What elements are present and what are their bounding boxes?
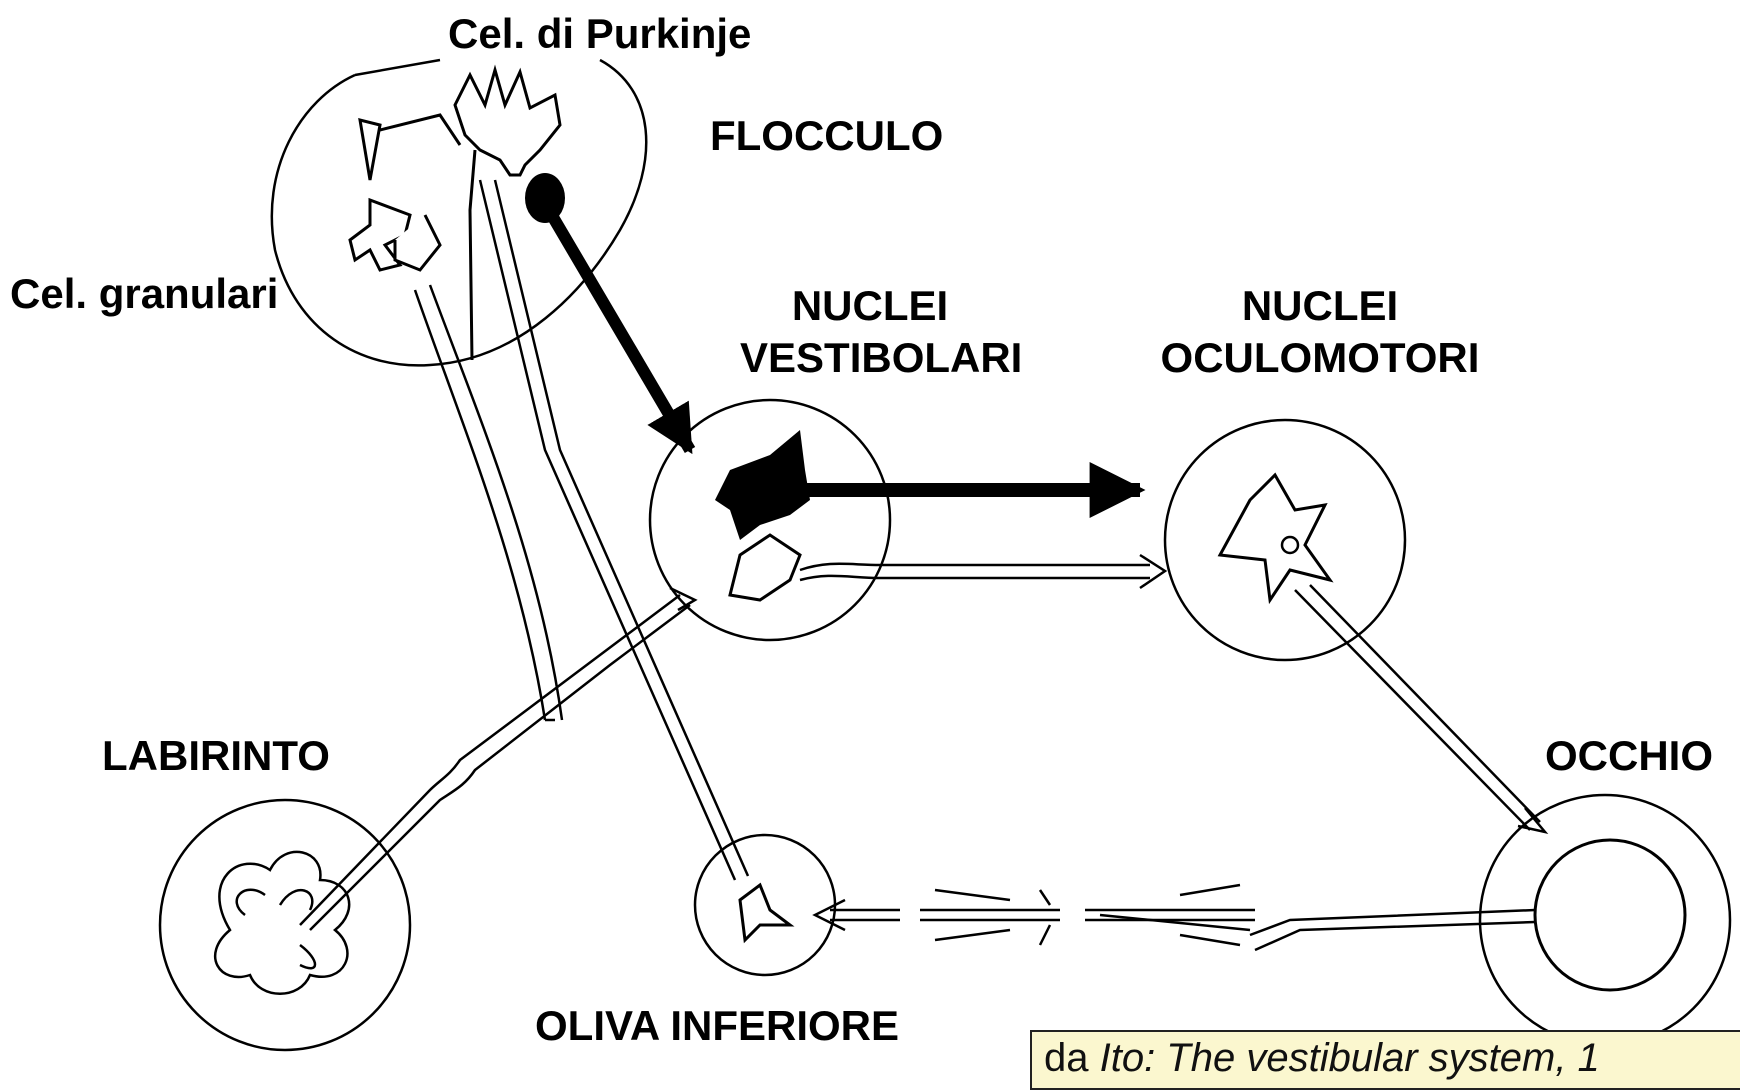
mossy-fiber (415, 285, 562, 720)
label-granule-cells: Cel. granulari (10, 268, 278, 320)
label-nuclei-vestibolari: NUCLEI VESTIBOLARI (740, 280, 1000, 384)
label-occhio: OCCHIO (1545, 730, 1713, 782)
eye-outer-circle (1480, 795, 1730, 1045)
labyrinth-circle (160, 800, 410, 1050)
label-nuclei-oculomotori: NUCLEI OCULOMOTORI (1140, 280, 1500, 384)
labyrinth-canals (237, 890, 315, 969)
retinal-pathway (815, 885, 1535, 950)
citation-prefix: da (1044, 1036, 1100, 1080)
eye-ball (1535, 840, 1685, 990)
label-nuclei-oculomotori-line2: OCULOMOTORI (1140, 332, 1500, 384)
purkinje-axon-arrow (540, 195, 690, 450)
label-nuclei-vestibolari-line2: VESTIBOLARI (740, 332, 1000, 384)
oculomotor-to-eye-arrow (1295, 585, 1545, 832)
label-nuclei-oculomotori-line1: NUCLEI (1140, 280, 1500, 332)
citation-source: Ito: The vestibular system, 1 (1100, 1036, 1600, 1080)
olive-neuron (740, 885, 790, 940)
granule-cells (350, 115, 460, 270)
label-nuclei-vestibolari-line1: NUCLEI (740, 280, 1000, 332)
purkinje-soma (525, 173, 565, 223)
label-labirinto: LABIRINTO (102, 730, 330, 782)
label-oliva-inferiore: OLIVA INFERIORE (535, 1000, 899, 1052)
vestibular-afferent (300, 588, 695, 930)
label-flocculo: FLOCCULO (710, 110, 943, 162)
vestibular-neuron-white (730, 535, 800, 600)
citation-box: da Ito: The vestibular system, 1 (1030, 1030, 1740, 1090)
vestibulo-oculomotor-white-arrow (800, 555, 1165, 588)
climbing-fiber (480, 180, 748, 880)
labyrinth-organ (215, 852, 349, 994)
vestibular-neuron-black (715, 430, 810, 540)
label-purkinje-cell: Cel. di Purkinje (448, 8, 751, 60)
oculomotor-neuron (1220, 475, 1330, 600)
